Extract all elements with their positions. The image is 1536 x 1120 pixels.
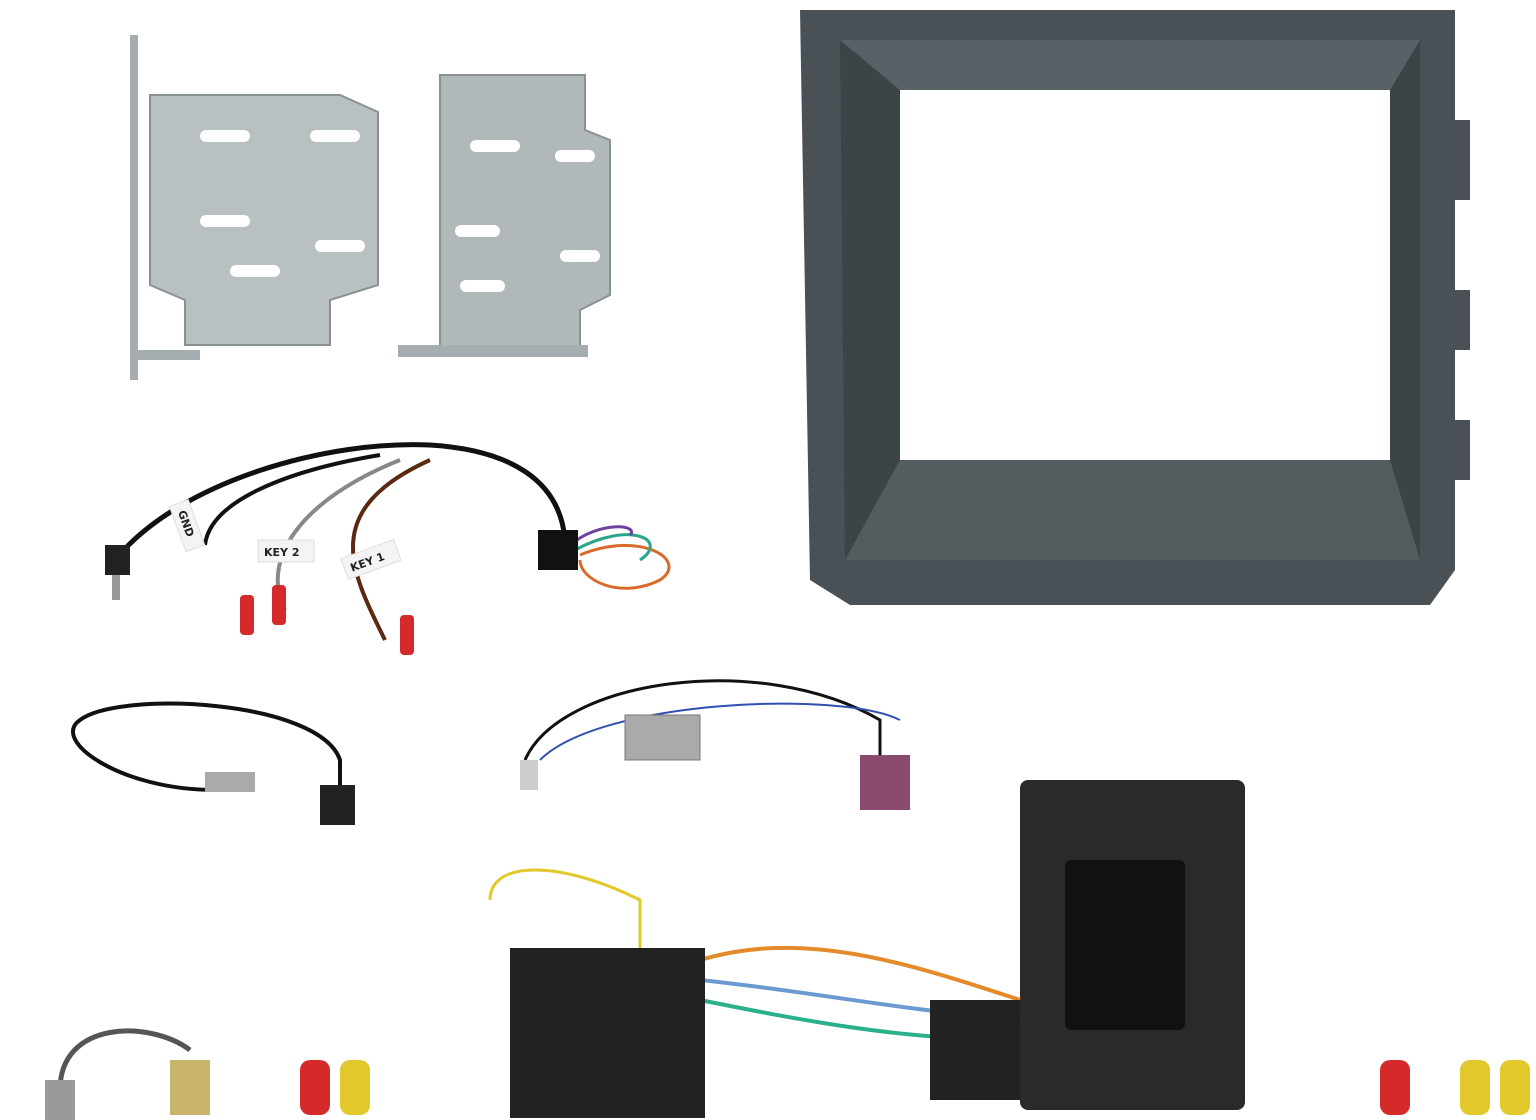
antenna-amplifier-lead — [520, 679, 910, 810]
steering-connector — [538, 530, 578, 570]
fakra-connector — [860, 755, 910, 810]
jack-plug — [105, 545, 130, 575]
wire-label-key2: KEY 2 — [264, 546, 300, 559]
steering-control-lead: GND KEY 2 KEY 1 — [105, 442, 671, 655]
red-terminal — [400, 615, 414, 655]
mounting-bracket-left — [130, 35, 379, 380]
red-terminal — [272, 585, 286, 625]
interface-module — [1020, 780, 1245, 1110]
antenna-adapter-lead — [71, 701, 355, 825]
double-din-fascia — [800, 10, 1470, 605]
iso-connector — [930, 1000, 1020, 1100]
red-terminal — [240, 595, 254, 635]
iso-harness — [300, 868, 1530, 1118]
usb-lead — [45, 1028, 210, 1120]
vehicle-connector — [510, 948, 705, 1118]
mounting-bracket-right — [398, 74, 611, 357]
